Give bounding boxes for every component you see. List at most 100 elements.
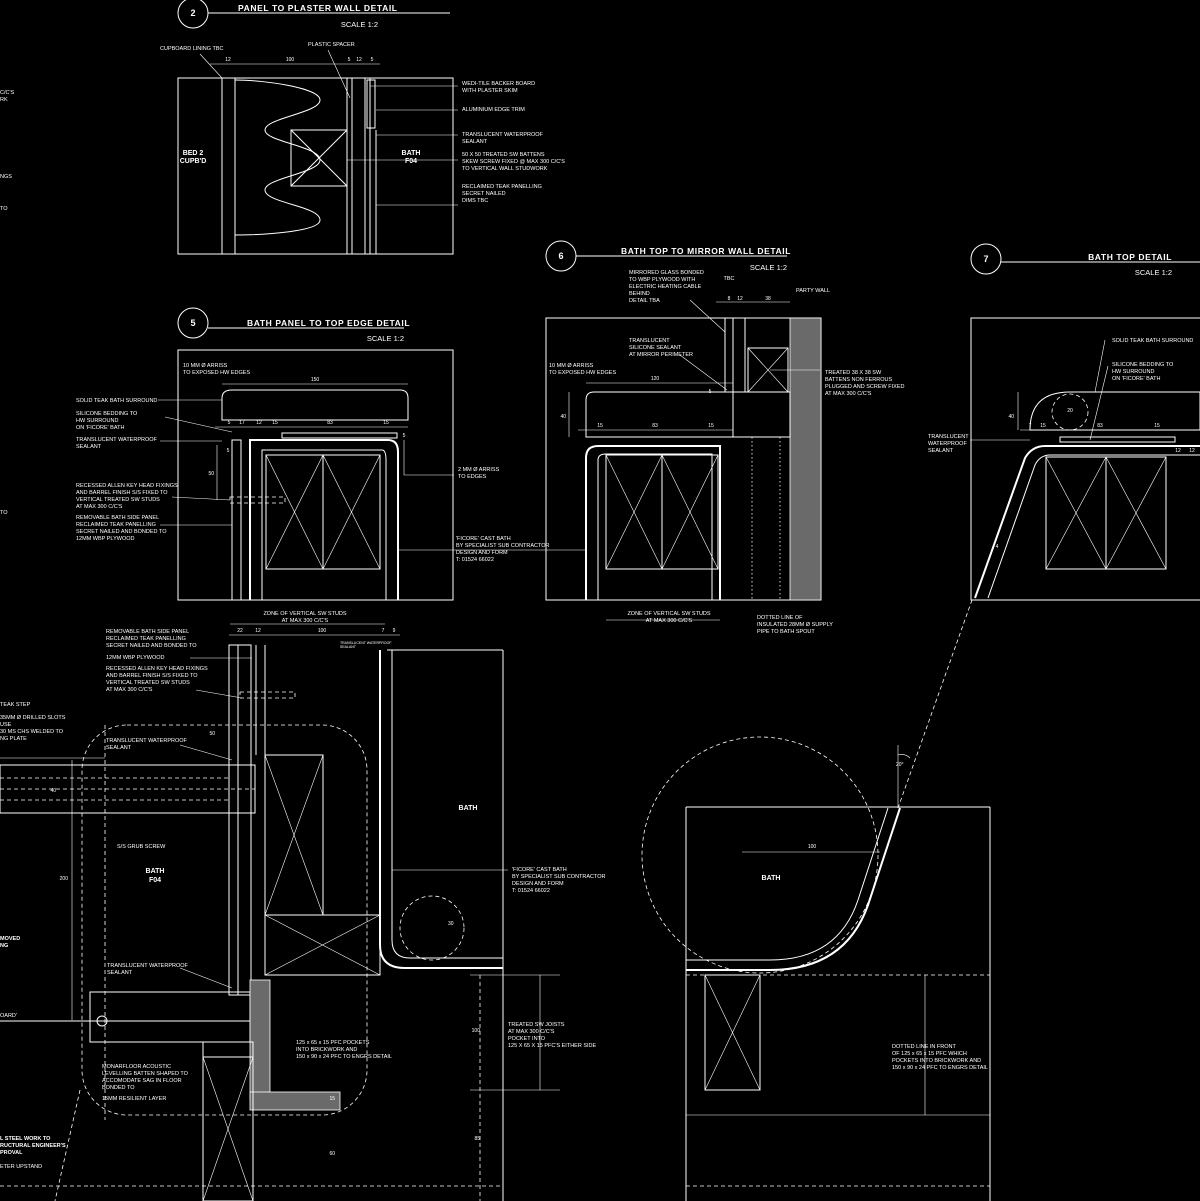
callout-label: AT MAX 300 C/C'S [282,618,329,624]
callout-label: 150 x 90 x 24 PFC TO ENGRS DETAIL [296,1054,392,1060]
dimension-label: 12 [356,57,362,63]
callout-label: DOTTED LINE IN FRONT [892,1044,957,1050]
dimension-label: 8 [728,296,731,302]
callout-label: MOVED [0,936,20,942]
callout-label: POCKETS INTO BRICKWORK AND [892,1058,981,1064]
callout-label: BY SPECIALIST SUB CONTRACTOR [456,543,550,549]
callout-label: BEHIND [629,291,650,297]
callout-label: ZONE OF VERTICAL SW STUDS [627,611,710,617]
callout-label: TRANSLUCENT WATERPROOF [76,437,158,443]
dimension-label: 120 [651,376,660,382]
dimension-label: 12 [737,296,743,302]
dimension-label: 20 [1067,408,1073,414]
dimension-label: 83 [327,420,333,426]
callout-label: RECESSED ALLEN KEY HEAD FIXINGS [106,666,208,672]
callout-label: 30 MS CHS WELDED TO [0,729,64,735]
dimension-label: 83 [1097,423,1103,429]
dimension-label: 85 [474,1136,480,1142]
callout-label: SILICONE BEDDING TO [76,411,138,417]
callout-label: AT MAX 300 C/C'S [825,391,872,397]
callout-label: SEALANT [76,444,102,450]
callout-label: AT MAX 300 C/C'S [76,504,123,510]
dimension-label: 150 [311,377,320,383]
angle-label: 20° [896,762,904,768]
callout-label: RUCTURAL ENGINEER'S [0,1143,66,1149]
detail-title: BATH PANEL TO TOP EDGE DETAIL [247,318,410,328]
callout-label: SEALANT [462,139,488,145]
dimension-label: 7 [382,628,385,634]
callout-label: MIRRORED GLASS BONDED [629,270,704,276]
detail-scale: SCALE 1:2 [341,20,378,29]
detail-6-bath-top-to-mirror-wall: 6 BATH TOP TO MIRROR WALL DETAIL SCALE 1… [545,240,904,635]
callout-label: RK [0,97,8,103]
dimension-label: 12 [255,628,261,634]
callout-label: T: 01524 66022 [512,888,550,894]
callout-label: SKEW SCREW FIXED @ MAX 300 C/C'S [462,159,565,165]
callout-label: NGS [0,174,12,180]
callout-label: L STEEL WORK TO [0,1136,51,1142]
room-label: BATH [402,150,421,157]
detail-number: 6 [558,251,563,261]
dimension-label: 7 [1029,423,1032,429]
callout-label: WEDI-TILE BACKER BOARD [462,81,535,87]
callout-label: RECLAIMED TEAK PANELLING [106,636,186,642]
detail-2-panel-to-plaster-wall: 2 PANEL TO PLASTER WALL DETAIL SCALE 1:2… [160,0,565,255]
callout-label: 'FICORE' CAST BATH [512,867,567,873]
callout-label: SOLID TEAK BATH SURROUND [76,398,157,404]
bath-section-right: 20° 100 BATH DOTTED LINE IN FRONT OF 125… [641,599,991,1201]
callout-label: DESIGN AND FORM [456,550,508,556]
dimension-label: 5 [371,57,374,63]
dimension-label: 15 [1154,423,1160,429]
callout-label: ZONE OF VERTICAL SW STUDS [263,611,346,617]
detail-title: BATH TOP TO MIRROR WALL DETAIL [621,246,791,256]
callout-label: SILICONE BEDDING TO [1112,362,1174,368]
callout-label: 12MM WBP PLYWOOD [76,536,135,542]
callout-label: TREATED SW JOISTS [508,1022,565,1028]
callout-label: USE [0,722,12,728]
callout-label: HW SURROUND [1112,369,1154,375]
callout-label: TRANSLUCENT WATERPROOF [462,132,544,138]
callout-label: T: 01524 66022 [456,557,494,563]
callout-label: RECESSED ALLEN KEY HEAD FIXINGS [76,483,178,489]
callout-label: ON 'FICORE' BATH [1112,376,1160,382]
detail-number: 7 [983,254,988,264]
callout-label: INSULATED 28MM Ø SUPPLY [757,622,833,628]
callout-label: WITH PLASTER SKIM [462,88,518,94]
dimension-label: 30 [448,921,454,927]
callout-label: AT MAX 300 C/C'S [106,687,153,693]
callout-label: C/C'S [0,90,15,96]
dimension-label: 5 [403,433,406,439]
detail-7-bath-top: 7 BATH TOP DETAIL SCALE 1:2 20 40 7 15 8… [928,243,1200,601]
callout-label: SILICONE SEALANT [629,345,682,351]
dimension-label: 5 [228,420,231,426]
callout-label: 50 X 50 TREATED SW BATTENS [462,152,545,158]
room-label: BATH [762,875,781,882]
dimension-label: 9 [393,628,396,634]
callout-label: AND BARREL FINISH S/S FIXED TO [76,490,168,496]
dimension-label: 4 [996,544,999,550]
callout-label: TO [0,206,8,212]
dimension-label: 15 [708,423,714,429]
dimension-label: 12 [1189,448,1195,454]
callout-label: BY SPECIALIST SUB CONTRACTOR [512,874,606,880]
callout-label: 2 MM Ø ARRISS [458,467,500,473]
callout-label: 15MM RESILIENT LAYER [102,1096,166,1102]
callout-label: AT MAX 300 C/C'S [508,1029,555,1035]
callout-label: DIMS TBC [462,198,488,204]
callout-label: RECLAIMED TEAK PANELLING [76,522,156,528]
callout-label: TRANSLUCENT [629,338,670,344]
dimension-label: 15 [272,420,278,426]
callout-label: POCKET INTO [508,1036,546,1042]
dimension-label: 40 [1008,414,1014,420]
callout-label: 125 X 65 X 15 PFC'S EITHER SIDE [508,1043,597,1049]
dimension-label: 12 [1175,448,1181,454]
callout-label: 125 x 65 x 15 PFC POCKETS [296,1040,370,1046]
dimension-label: 12 [225,57,231,63]
dimension-label: 40 [50,788,56,794]
callout-label: 12MM WBP PLYWOOD [106,655,165,661]
callout-label: TO VERTICAL WALL STUDWORK [462,166,548,172]
dimension-label: 100 [318,628,327,634]
callout-label: ALUMINIUM EDGE TRIM [462,107,525,113]
dimension-label: 50 [208,471,214,477]
callout-label: TRANSLUCENT WATERPROOF [340,641,391,645]
